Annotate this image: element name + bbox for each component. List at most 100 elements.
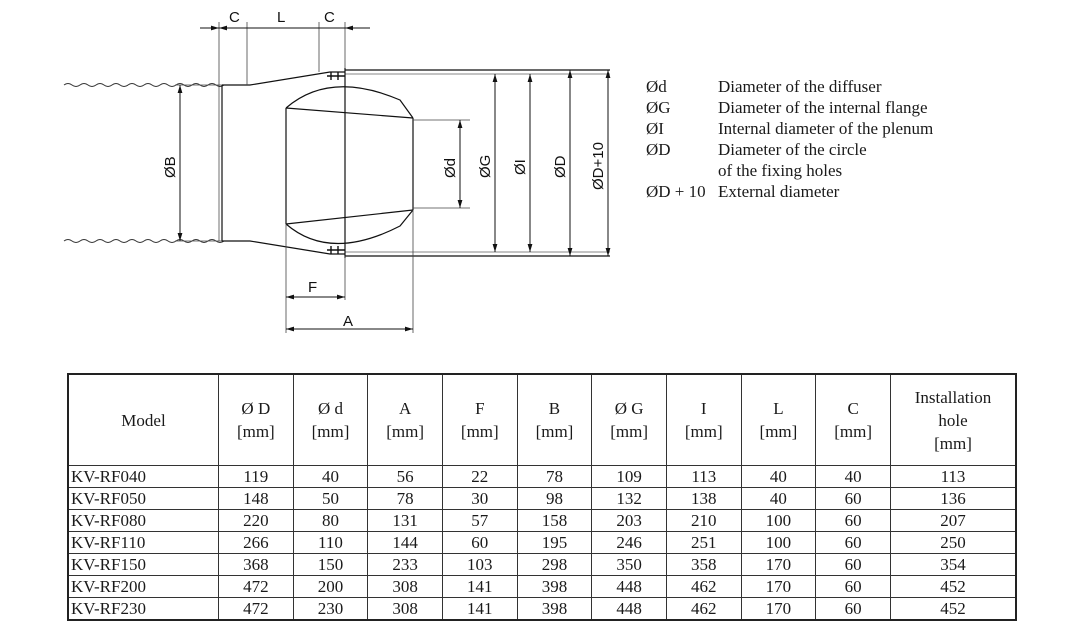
value-cell: 98 xyxy=(516,487,593,510)
column-header-line: [mm] xyxy=(386,422,425,441)
dim-label-big-d-plus: ØD+10 xyxy=(590,142,607,190)
legend-text: Diameter of the internal flange xyxy=(718,98,928,117)
column-header-line: A xyxy=(399,399,412,418)
value-cell: 170 xyxy=(740,553,817,576)
value-cell: 100 xyxy=(740,531,817,554)
model-cell: KV-RF040 xyxy=(67,465,219,488)
value-cell: 132 xyxy=(591,487,667,510)
ceiling-line-top xyxy=(63,83,225,87)
fixing-screws xyxy=(327,72,345,254)
column-header-line: Installation xyxy=(914,387,992,407)
legend-symbol: ØD + 10 xyxy=(646,182,706,201)
value-cell: 462 xyxy=(665,597,742,621)
model-cell: KV-RF230 xyxy=(67,597,219,621)
value-cell: 207 xyxy=(890,509,1017,532)
value-cell: 398 xyxy=(516,575,593,598)
model-cell: KV-RF150 xyxy=(67,553,219,576)
column-header: B [mm] xyxy=(516,373,593,466)
column-header: F[mm] xyxy=(441,373,518,466)
value-cell: 220 xyxy=(218,509,294,532)
legend-symbol: ØG xyxy=(646,98,671,117)
value-cell: 141 xyxy=(441,575,518,598)
legend-row: of the fixing holes xyxy=(646,160,1066,181)
dim-label-g: ØG xyxy=(477,155,494,178)
column-header-line: Ø D xyxy=(241,399,271,418)
column-header-line: [mm] xyxy=(934,433,972,453)
legend-row: ØD + 10 External diameter xyxy=(646,181,1066,202)
value-cell: 141 xyxy=(441,597,518,621)
value-cell: 195 xyxy=(516,531,593,554)
value-cell: 60 xyxy=(441,531,518,554)
value-cell: 472 xyxy=(218,597,294,621)
value-cell: 144 xyxy=(367,531,443,554)
column-header-line: C xyxy=(847,399,859,418)
value-cell: 103 xyxy=(441,553,518,576)
column-header-line: L xyxy=(773,399,784,418)
column-header-line: [mm] xyxy=(535,422,574,441)
value-cell: 138 xyxy=(665,487,742,510)
value-cell: 60 xyxy=(815,531,891,554)
ceiling-line-bottom xyxy=(63,239,225,243)
dim-label-c-left: C xyxy=(229,9,240,26)
legend-symbol: ØI xyxy=(646,119,664,138)
legend-row: ØD Diameter of the circle xyxy=(646,139,1066,160)
value-cell: 40 xyxy=(740,465,817,488)
column-header-line: B xyxy=(548,399,561,418)
legend-row: Ød Diameter of the diffuser xyxy=(646,76,1066,97)
specification-table: Model Ø D [mm] Ø d [mm] A [mm] F[mm] B [mm] Ø G [mm… xyxy=(67,373,1017,621)
value-cell: 113 xyxy=(890,465,1017,488)
model-cell: KV-RF080 xyxy=(67,509,219,532)
value-cell: 448 xyxy=(591,597,667,621)
value-cell: 448 xyxy=(591,575,667,598)
value-cell: 119 xyxy=(218,465,294,488)
value-cell: 40 xyxy=(740,487,817,510)
value-cell: 131 xyxy=(367,509,443,532)
legend-symbol: Ød xyxy=(646,77,667,96)
value-cell: 109 xyxy=(591,465,667,488)
model-cell: KV-RF110 xyxy=(67,531,219,554)
value-cell: 60 xyxy=(815,597,891,621)
value-cell: 60 xyxy=(815,509,891,532)
value-cell: 230 xyxy=(292,597,369,621)
column-header-line: [mm] xyxy=(610,422,648,441)
value-cell: 368 xyxy=(218,553,294,576)
column-header-line: Ø d xyxy=(317,399,343,418)
column-header-line: Ø G xyxy=(614,399,644,418)
value-cell: 358 xyxy=(665,553,742,576)
column-header: A [mm] xyxy=(367,373,443,466)
value-cell: 462 xyxy=(665,575,742,598)
dim-label-big-d: ØD xyxy=(552,155,569,178)
value-cell: 150 xyxy=(292,553,369,576)
dim-label-d-small: Ød xyxy=(442,158,459,178)
value-cell: 250 xyxy=(890,531,1017,554)
value-cell: 80 xyxy=(292,509,369,532)
value-cell: 203 xyxy=(591,509,667,532)
value-cell: 57 xyxy=(441,509,518,532)
value-cell: 452 xyxy=(890,597,1017,621)
legend-row: ØI Internal diameter of the plenum xyxy=(646,118,1066,139)
value-cell: 40 xyxy=(815,465,891,488)
legend-row: ØG Diameter of the internal flange xyxy=(646,97,1066,118)
dim-label-a: A xyxy=(343,313,353,330)
column-header-line: Model xyxy=(121,410,166,430)
plenum-body xyxy=(218,68,610,258)
value-cell: 60 xyxy=(815,487,891,510)
value-cell: 170 xyxy=(740,597,817,621)
model-cell: KV-RF050 xyxy=(67,487,219,510)
legend-text: Internal diameter of the plenum xyxy=(718,119,934,138)
value-cell: 50 xyxy=(292,487,369,510)
value-cell: 22 xyxy=(441,465,518,488)
value-cell: 78 xyxy=(516,465,593,488)
value-cell: 200 xyxy=(292,575,369,598)
value-cell: 350 xyxy=(591,553,667,576)
value-cell: 158 xyxy=(516,509,593,532)
column-header-line: [mm] xyxy=(236,422,275,441)
